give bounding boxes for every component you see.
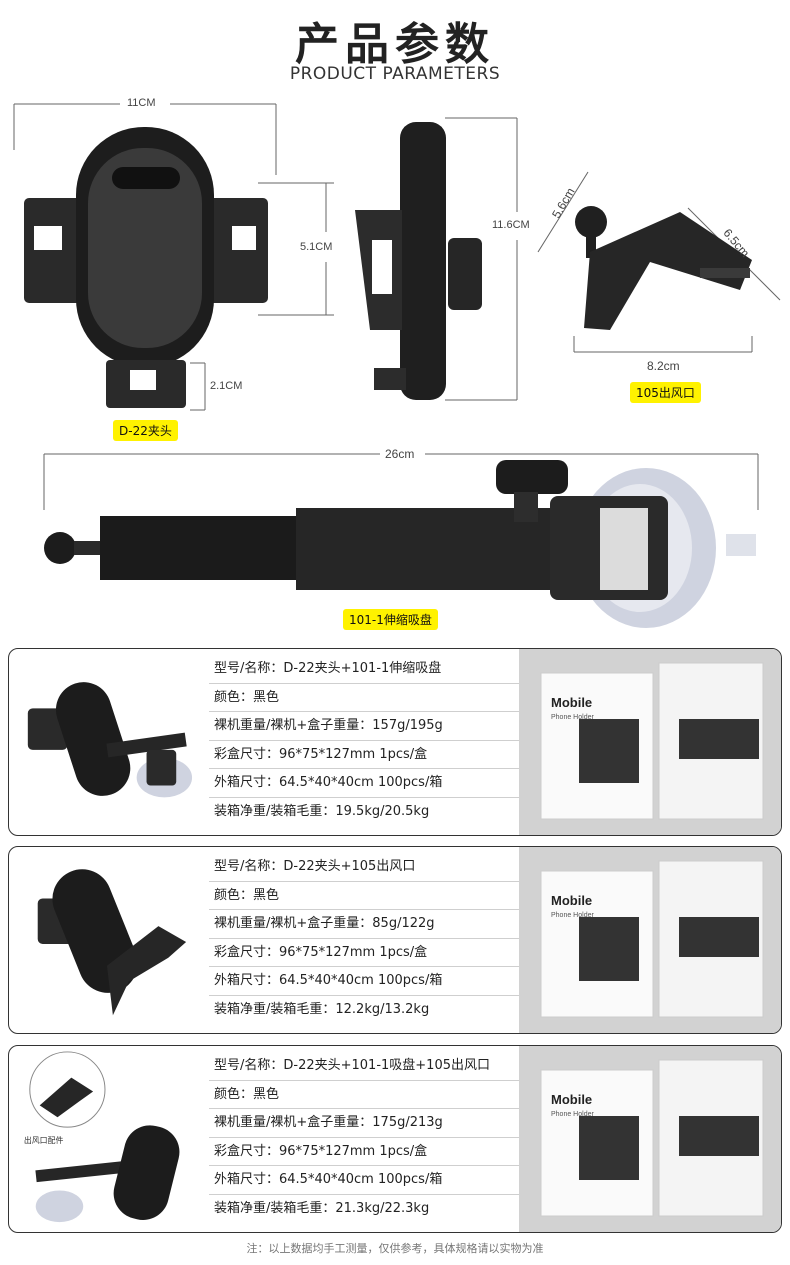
spec-row: 装箱净重/装箱毛重：21.3kg/22.3kg [214, 1200, 430, 1216]
spec-row: 裸机重量/裸机+盒子重量：85g/122g [209, 910, 519, 939]
spec-row: 裸机重量/裸机+盒子重量：157g/195g [209, 712, 519, 741]
spec-row: 彩盒尺寸：96*75*127mm 1pcs/盒 [209, 741, 519, 769]
clip-head-front-drawing [24, 127, 268, 408]
spec-list-suction: 型号/名称：D-22夹头+101-1伸缩吸盘 颜色：黑色 裸机重量/裸机+盒子重… [209, 655, 519, 826]
dim-clip-inner: 5.1CM [300, 241, 333, 253]
dim-clip-width: 11CM [127, 97, 156, 109]
box-brand-sub: Phone Holder [551, 714, 594, 721]
spec-row: 型号/名称：D-22夹头+105出风口 [209, 853, 519, 882]
spec-row: 外箱尺寸：64.5*40*40cm 100pcs/箱 [209, 1166, 519, 1195]
spec-row: 颜色：黑色 [209, 1081, 519, 1109]
spec-row: 彩盒尺寸：96*75*127mm 1pcs/盒 [209, 939, 519, 967]
tag-clip-head: D-22夹头 [113, 420, 178, 441]
dim-vent-c: 8.2cm [647, 359, 680, 373]
spec-card-combo: 出风口配件 型号/名称：D-22夹头+101-1吸盘+105出风口 颜色：黑色 … [8, 1045, 782, 1233]
spec-row: 外箱尺寸：64.5*40*40cm 100pcs/箱 [209, 967, 519, 996]
product-photo-suction [27, 682, 193, 798]
spec-row: 装箱净重/装箱毛重：12.2kg/13.2kg [214, 1001, 430, 1017]
page-title: 产品参数 [295, 19, 495, 70]
dim-clip-bottom: 2.1CM [210, 380, 243, 392]
tag-vent-clip: 105出风口 [630, 382, 701, 403]
box-brand-sub: Phone Holder [551, 912, 594, 919]
spec-list-combo: 型号/名称：D-22夹头+101-1吸盘+105出风口 颜色：黑色 裸机重量/裸… [209, 1052, 519, 1223]
spec-row: 裸机重量/裸机+盒子重量：175g/213g [209, 1109, 519, 1138]
package-photo-combo: Mobile Phone Holder [519, 1046, 781, 1232]
tag-suction-cup: 101-1伸缩吸盘 [343, 609, 438, 630]
dimension-diagram [13, 103, 781, 628]
spec-card-suction: 型号/名称：D-22夹头+101-1伸缩吸盘 颜色：黑色 裸机重量/裸机+盒子重… [8, 648, 782, 836]
dim-arm-length: 26cm [385, 447, 415, 461]
product-photo-vent [37, 869, 187, 1016]
dim-side-height: 11.6CM [492, 219, 530, 231]
package-photo-suction: Mobile Phone Holder [519, 649, 781, 835]
spec-row: 装箱净重/装箱毛重：19.5kg/20.5kg [214, 803, 430, 819]
spec-row: 外箱尺寸：64.5*40*40cm 100pcs/箱 [209, 769, 519, 798]
footnote: 注：以上数据均手工测量，仅供参考，具体规格请以实物为准 [246, 1242, 544, 1255]
spec-row: 型号/名称：D-22夹头+101-1吸盘+105出风口 [209, 1052, 519, 1081]
box-brand: Mobile [551, 893, 592, 908]
package-photo-vent: Mobile Phone Holder [519, 847, 781, 1033]
box-brand: Mobile [551, 695, 592, 710]
spec-list-vent: 型号/名称：D-22夹头+105出风口 颜色：黑色 裸机重量/裸机+盒子重量：8… [209, 853, 519, 1024]
page-subtitle: PRODUCT PARAMETERS [289, 64, 501, 84]
box-brand: Mobile [551, 1092, 592, 1107]
spec-row: 型号/名称：D-22夹头+101-1伸缩吸盘 [209, 655, 519, 684]
spec-row: 颜色：黑色 [209, 882, 519, 910]
vent-clip-drawing [575, 206, 752, 330]
clip-head-side-drawing [355, 122, 482, 400]
vent-accessory-label: 出风口配件 [24, 1135, 64, 1145]
spec-card-vent: 型号/名称：D-22夹头+105出风口 颜色：黑色 裸机重量/裸机+盒子重量：8… [8, 846, 782, 1034]
product-photo-combo: 出风口配件 [24, 1051, 180, 1223]
spec-row: 彩盒尺寸：96*75*127mm 1pcs/盒 [209, 1138, 519, 1166]
box-brand-sub: Phone Holder [551, 1111, 594, 1118]
suction-arm-drawing [44, 460, 756, 628]
spec-row: 颜色：黑色 [209, 684, 519, 712]
